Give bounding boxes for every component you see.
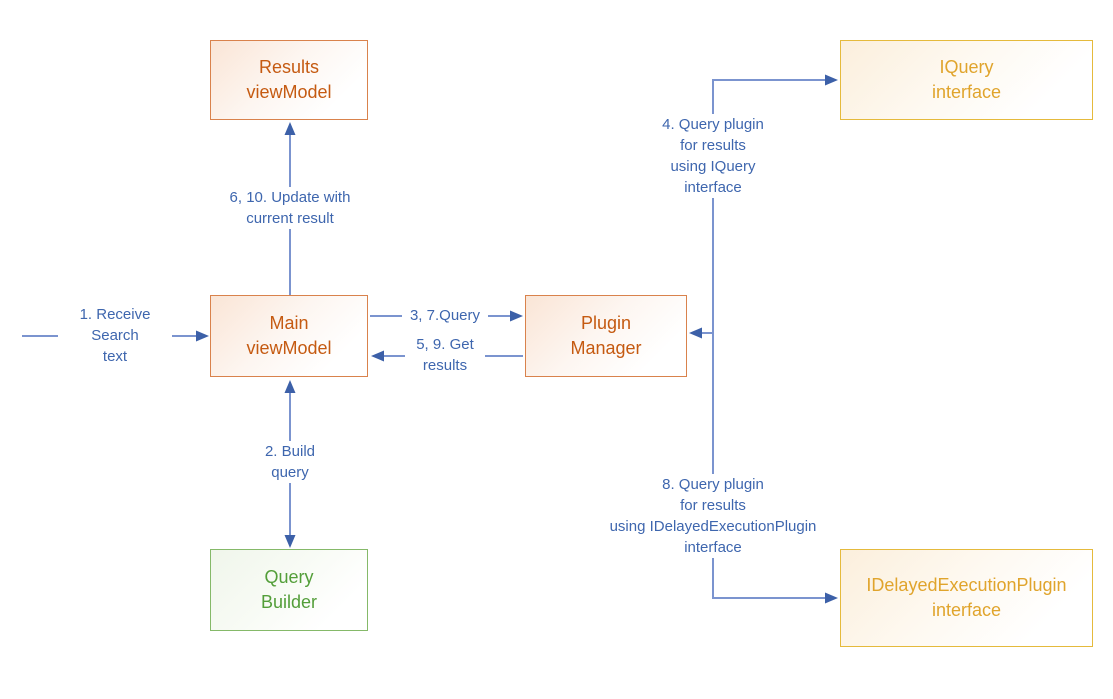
connector-step-4-and-8 <box>689 74 838 604</box>
edge-label-step-8: 8. Query plugin for results using IDelay… <box>607 474 819 558</box>
arrowhead-right-icon <box>196 330 209 342</box>
arrowhead-left-icon <box>689 327 702 339</box>
edge-label-step-1: 1. Receive Search text <box>58 304 172 367</box>
edge-label-step-3-7: 3, 7.Query <box>402 305 488 326</box>
node-query-builder: Query Builder <box>210 549 368 631</box>
edge-label-step-4: 4. Query plugin for results using IQuery… <box>647 114 779 198</box>
node-plugin-manager: Plugin Manager <box>525 295 687 377</box>
node-results-viewmodel: Results viewModel <box>210 40 368 120</box>
arrowhead-right-icon <box>825 592 838 604</box>
arrowhead-up-icon <box>284 122 296 135</box>
edge-label-step-6-10: 6, 10. Update with current result <box>211 187 369 229</box>
node-iquery-interface: IQuery interface <box>840 40 1093 120</box>
edge-label-step-5-9: 5, 9. Get results <box>405 334 485 376</box>
arrowhead-right-icon <box>825 74 838 86</box>
arrowhead-down-icon <box>284 535 296 548</box>
edge-label-step-2: 2. Build query <box>240 441 340 483</box>
connector-interfaces-trunk-line <box>712 79 826 599</box>
arrowhead-left-icon <box>371 350 384 362</box>
arrowhead-up-icon <box>284 380 296 393</box>
arrowhead-right-icon <box>510 310 523 322</box>
node-idelayedexecutionplugin-interface: IDelayedExecutionPlugin interface <box>840 549 1093 647</box>
node-main-viewmodel: Main viewModel <box>210 295 368 377</box>
